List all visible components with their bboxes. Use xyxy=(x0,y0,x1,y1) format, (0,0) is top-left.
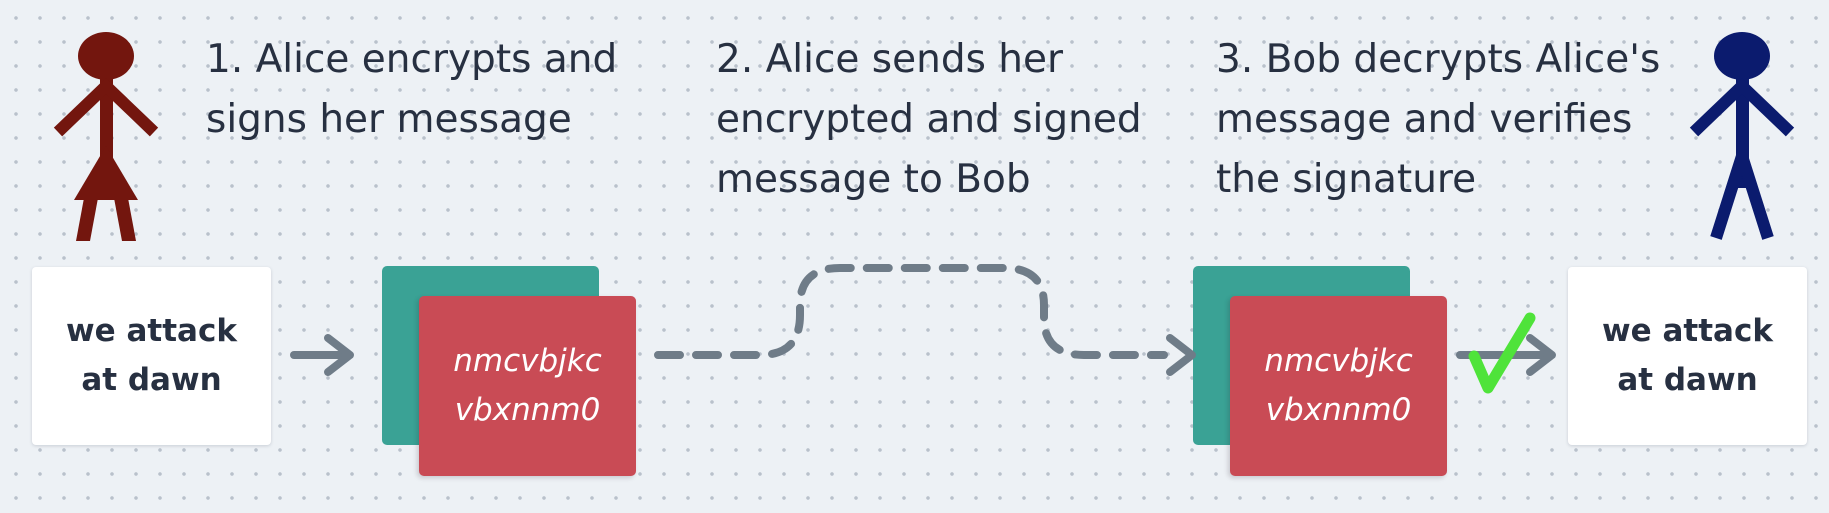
received-message-stack: nmcvbjkc vbxnnm0 xyxy=(1193,266,1447,478)
received-ciphertext-text: nmcvbjkc vbxnnm0 xyxy=(1264,343,1413,428)
checkmark-icon xyxy=(1468,312,1536,394)
decrypt-arrow-head-icon xyxy=(1526,334,1556,376)
alice-arms xyxy=(53,77,159,137)
encrypted-signed-message-stack: nmcvbjkc vbxnnm0 xyxy=(382,266,636,478)
decrypted-message-text: we attack at dawn xyxy=(1602,313,1773,398)
bob-stick-figure-icon xyxy=(1689,32,1795,240)
step-2-caption: 2. Alice sends her encrypted and signed … xyxy=(716,37,1142,202)
decrypted-message-card: we attack at dawn xyxy=(1568,267,1807,445)
ciphertext-text: nmcvbjkc vbxnnm0 xyxy=(453,343,602,428)
bob-legs xyxy=(1710,136,1774,240)
transmission-arrow-head-icon xyxy=(1166,334,1196,376)
transmission-dashed-path xyxy=(654,264,1168,359)
bob-head xyxy=(1714,32,1770,80)
alice-dress xyxy=(74,146,138,200)
alice-stick-figure-icon xyxy=(53,32,159,241)
encrypt-arrow-head-icon xyxy=(324,334,354,376)
step-1-caption: 1. Alice encrypts and signs her message xyxy=(206,37,618,142)
bob-arms xyxy=(1689,77,1795,137)
alice-right-leg xyxy=(114,198,136,241)
step-3-caption: 3. Bob decrypts Alice's message and veri… xyxy=(1216,37,1661,202)
alice-left-leg xyxy=(76,198,98,241)
received-encrypted-card: nmcvbjkc vbxnnm0 xyxy=(1230,296,1447,476)
encrypted-message-card: nmcvbjkc vbxnnm0 xyxy=(419,296,636,476)
alice-body xyxy=(100,78,113,158)
original-message-text: we attack at dawn xyxy=(66,313,237,398)
alice-head xyxy=(78,32,134,80)
original-message-card: we attack at dawn xyxy=(32,267,271,445)
